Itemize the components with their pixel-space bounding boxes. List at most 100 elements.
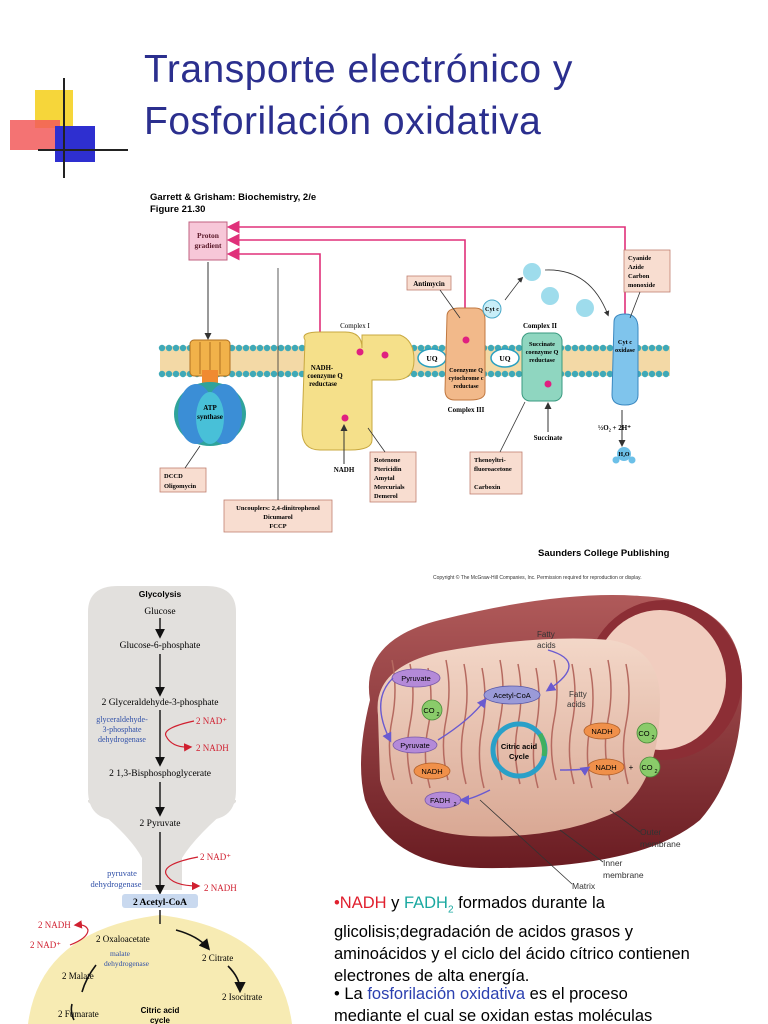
lipid-head [277, 344, 285, 352]
decorative-squares-icon [10, 78, 128, 178]
svg-text:acids: acids [567, 700, 586, 709]
lipid-head [585, 344, 593, 352]
svg-text:dehydrogenase: dehydrogenase [104, 959, 150, 968]
svg-text:Dicumarol: Dicumarol [263, 514, 293, 521]
svg-text:cycle: cycle [150, 1016, 171, 1024]
svg-text:coenzyme Q: coenzyme Q [307, 373, 342, 380]
malate: 2 Malate [62, 971, 94, 981]
svg-text:CO: CO [641, 763, 652, 772]
svg-text:2: 2 [651, 735, 654, 741]
svg-text:+: + [629, 763, 634, 772]
svg-text:Complex I: Complex I [340, 322, 370, 330]
lipid-head [298, 344, 306, 352]
complex-ii: Complex II Succinate coenzyme Q reductas… [521, 322, 563, 402]
lipid-head [578, 370, 586, 378]
copyright-notice: Copyright © The McGraw-Hill Companies, I… [433, 574, 642, 581]
glycolysis-header: Glycolysis [139, 589, 182, 599]
lipid-head [284, 370, 292, 378]
citric-acid-cycle-icon: Citric acid Cycle [490, 721, 548, 779]
oxaloacetate: 2 Oxaloacetate [96, 934, 150, 944]
crista-fold [478, 667, 486, 789]
lipid-head [158, 370, 166, 378]
svg-text:Proton: Proton [197, 231, 220, 240]
svg-text:Acetyl-CoA: Acetyl-CoA [493, 691, 531, 700]
lipid-head [291, 344, 299, 352]
svg-text:Rotenone: Rotenone [374, 457, 400, 464]
lipid-head [508, 370, 516, 378]
matrix-label: Matrix [572, 881, 596, 891]
svg-text:Complex III: Complex III [448, 406, 485, 414]
lipid-head [606, 370, 614, 378]
svg-text:3-phosphate: 3-phosphate [102, 725, 142, 734]
pill-co2-left: CO 2 [421, 699, 443, 721]
svg-text:NADH: NADH [591, 727, 612, 736]
lipid-head [235, 370, 243, 378]
svg-text:Complex II: Complex II [523, 322, 557, 330]
lipid-head [263, 370, 271, 378]
svg-text:Antimycin: Antimycin [413, 280, 445, 288]
svg-text:pyruvate: pyruvate [107, 868, 137, 878]
svg-text:FADH: FADH [430, 796, 450, 805]
svg-text:Cycle: Cycle [509, 752, 529, 761]
pill-co2-right-1: CO 2 [636, 722, 658, 744]
inhibitor-thenoyltrifluoroacetone: Thenoyltri- fluoroacetone Carboxin [469, 401, 526, 495]
lipid-head [158, 344, 166, 352]
lipid-head [249, 344, 257, 352]
lipid-head [606, 344, 614, 352]
cycle-label: Citric acid [141, 1006, 180, 1015]
svg-text:oxidase: oxidase [615, 347, 635, 354]
svg-text:Cyt c: Cyt c [618, 339, 632, 346]
crista-fold [568, 663, 576, 785]
lipid-head [648, 370, 656, 378]
electron-transport-diagram: Garrett & Grisham: Biochemistry, 2/e Fig… [150, 192, 671, 559]
svg-text:Succinate: Succinate [529, 341, 555, 348]
pill-acetyl-coa: Acetyl-CoA [483, 685, 541, 705]
lipid-head [438, 344, 446, 352]
lipid-head [641, 370, 649, 378]
step-glyceraldehyde-3-phosphate: 2 Glyceraldehyde-3-phosphate [102, 698, 219, 708]
pill-pyruvate-outside: Pyruvate [391, 668, 441, 688]
inhibitor-antimycin: Antimycin [406, 275, 461, 319]
publisher-label: Saunders College Publishing [538, 548, 670, 559]
svg-text:2: 2 [654, 769, 657, 775]
lipid-head [165, 344, 173, 352]
step-glucose-6-phosphate: Glucose-6-phosphate [120, 641, 201, 651]
lipid-head [641, 344, 649, 352]
svg-text:NADH: NADH [595, 763, 616, 772]
svg-text:Pyruvate: Pyruvate [401, 674, 431, 683]
svg-text:fluoroacetone: fluoroacetone [474, 466, 512, 473]
ubiquinone-2: UQ [490, 348, 520, 368]
atp-synthase: ATP synthase [174, 339, 246, 446]
pill-fadh2: FADH 2 [424, 791, 462, 809]
pdh-nadh-out: 2 NADH [204, 883, 237, 893]
inhibitor-rotenone: Rotenone Ptericidin Amytal Mercurials De… [367, 427, 417, 503]
fumarate: 2 Fumarate [58, 1009, 99, 1019]
lipid-head [270, 344, 278, 352]
succinate-label: Succinate [534, 434, 563, 442]
lipid-head [235, 344, 243, 352]
svg-text:reductase: reductase [453, 383, 479, 390]
cycle-nad: 2 NAD⁺ [30, 940, 61, 950]
lipid-head [487, 344, 495, 352]
svg-text:Demerol: Demerol [374, 493, 398, 500]
fatty-acids-inside: Fatty [569, 690, 587, 699]
uncouplers-box: Uncouplers: 2,4-dinitrophenol Dicumarol … [223, 268, 333, 533]
svg-text:FCCP: FCCP [269, 523, 286, 530]
lipid-head [662, 344, 670, 352]
lipid-head [592, 344, 600, 352]
lipid-head [172, 344, 180, 352]
lipid-head [662, 370, 670, 378]
svg-text:NADH-: NADH- [311, 365, 334, 372]
step-pyruvate: 2 Pyruvate [140, 819, 181, 829]
outer-membrane-label: Outer [640, 827, 661, 837]
water-molecule-icon: H₂O [612, 447, 636, 464]
pill-co2-right-2: CO 2 [639, 756, 661, 778]
acetyl-coa: 2 Acetyl-CoA [133, 898, 187, 908]
cycle-nadh: 2 NADH [38, 920, 71, 930]
svg-text:acids: acids [537, 641, 556, 650]
svg-text:UQ: UQ [426, 354, 437, 363]
title-line-1: Transporte electrónico y [144, 48, 573, 91]
svg-text:membrane: membrane [640, 839, 681, 849]
svg-text:Uncouplers: 2,4-dinitrophenol: Uncouplers: 2,4-dinitrophenol [236, 505, 320, 512]
